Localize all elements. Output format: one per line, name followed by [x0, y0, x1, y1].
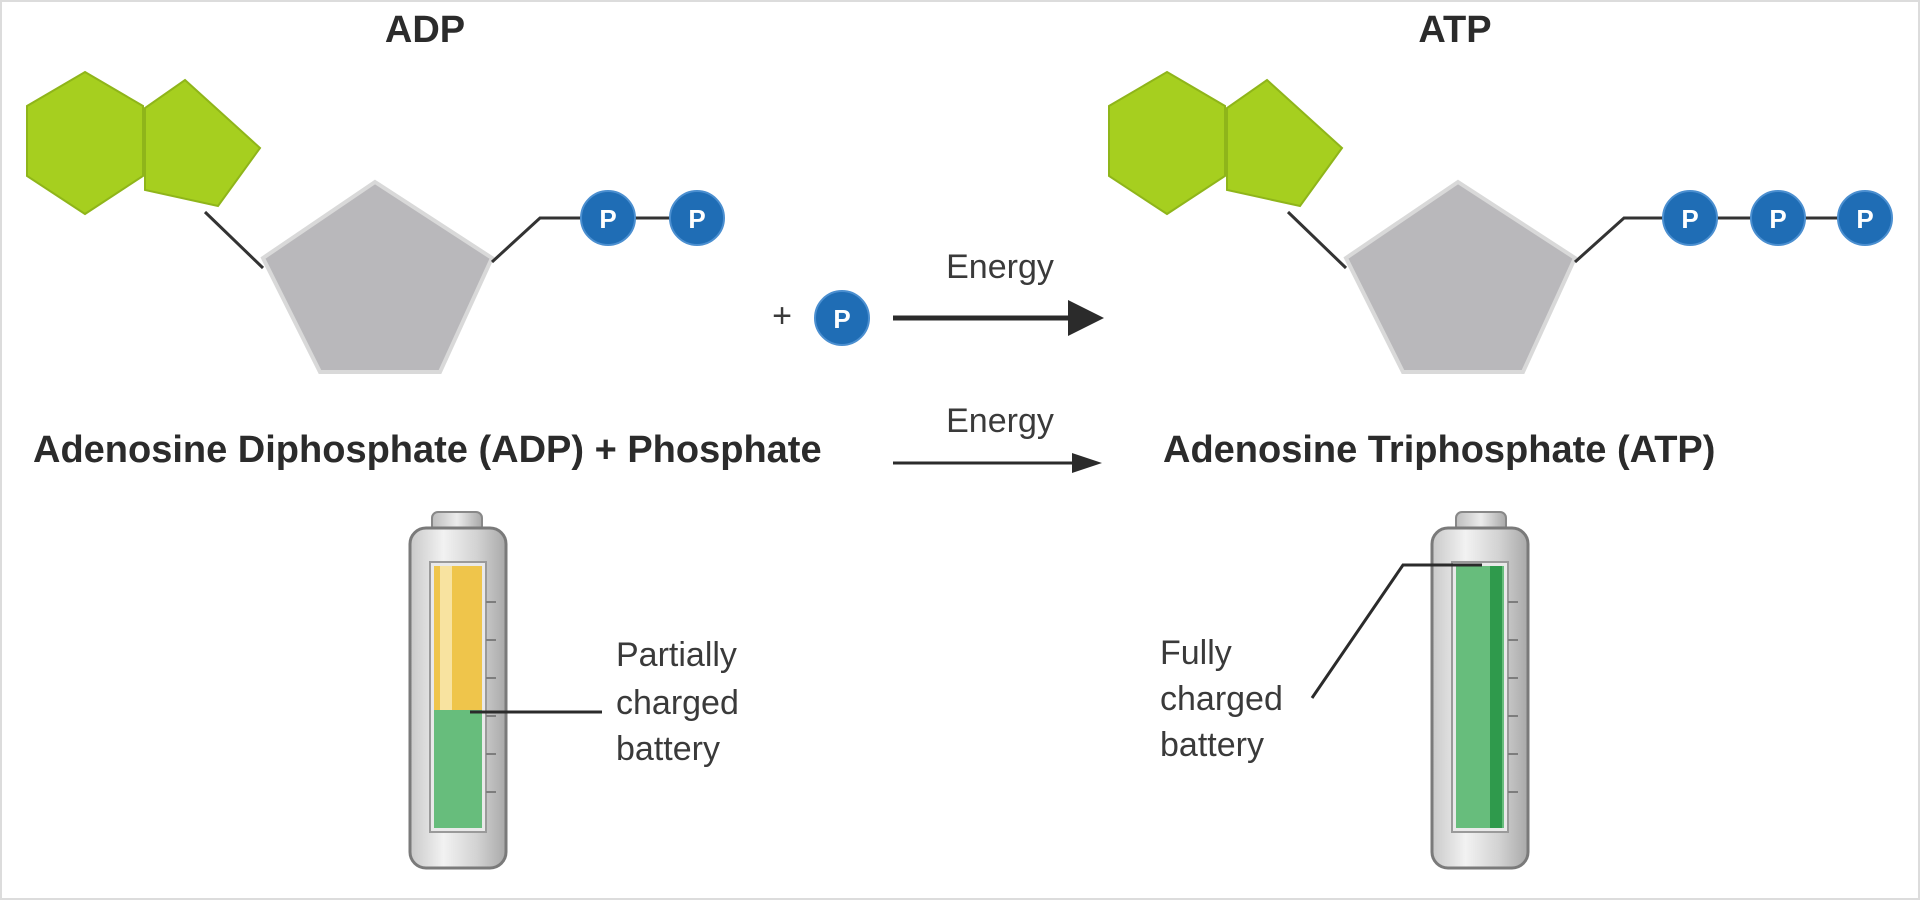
- equation-left: Adenosine Diphosphate (ADP) + Phosphate: [33, 429, 822, 471]
- adp-adenine: [26, 70, 262, 216]
- full-battery-label-line-2: charged: [1160, 680, 1283, 718]
- full-battery-leader-line: [1310, 563, 1482, 699]
- battery-empty-shine: [440, 566, 452, 710]
- full-battery-label-line-1: Fully: [1160, 634, 1232, 672]
- battery-charge-level: [434, 710, 482, 828]
- atp-title: ATP: [1418, 9, 1491, 51]
- partial-battery-label-line-3: battery: [616, 730, 720, 768]
- adp-phosphate-2: P: [669, 190, 725, 246]
- energy-label-top: Energy: [946, 248, 1054, 286]
- battery-ticks: [486, 601, 496, 793]
- phosphate-label: P: [1769, 204, 1786, 234]
- battery-ticks: [1508, 601, 1518, 793]
- phosphate-label: P: [1681, 204, 1698, 234]
- phosphate-label: P: [688, 204, 705, 234]
- phosphate-circle: [1662, 190, 1718, 246]
- atp-molecule: ATP P P P: [1108, 9, 1893, 374]
- full-battery: Fully charged battery: [1160, 511, 1530, 870]
- plus-sign: +: [772, 297, 792, 335]
- adp-bond-base-sugar: [203, 210, 265, 270]
- phosphate-circle: [669, 190, 725, 246]
- phosphate-circle: [814, 290, 870, 346]
- word-equation: Adenosine Diphosphate (ADP) + Phosphate …: [33, 402, 1715, 473]
- adp-adenine-hexagon: [26, 70, 144, 216]
- reaction-arrow-top-head: [1068, 300, 1104, 336]
- phosphate-circle: [1837, 190, 1893, 246]
- phosphate-circle: [580, 190, 636, 246]
- adp-molecule: ADP P P: [26, 9, 725, 374]
- atp-phosphate-3: P: [1837, 190, 1893, 246]
- phosphate-circle: [1750, 190, 1806, 246]
- full-battery-label-line-3: battery: [1160, 726, 1264, 764]
- energy-label-bottom: Energy: [946, 402, 1054, 440]
- reaction-top: + P Energy: [772, 248, 1104, 346]
- equation-right: Adenosine Triphosphate (ATP): [1163, 429, 1715, 471]
- adp-title: ADP: [385, 9, 465, 51]
- atp-bond-base-sugar: [1286, 210, 1348, 270]
- atp-ribose-sugar: [1343, 179, 1578, 374]
- phosphate-label: P: [833, 304, 850, 334]
- free-phosphate: P: [814, 290, 870, 346]
- adp-phosphate-1: P: [580, 190, 636, 246]
- partial-battery-label-line-1: Partially: [616, 636, 737, 674]
- atp-phosphate-1: P: [1662, 190, 1718, 246]
- atp-adenine-pentagon: [1226, 78, 1344, 208]
- battery-charge-shade: [1490, 566, 1502, 828]
- atp-adenine: [1108, 70, 1344, 216]
- atp-phosphate-2: P: [1750, 190, 1806, 246]
- partial-battery: Partially charged battery: [408, 511, 739, 870]
- atp-adenine-hexagon: [1108, 70, 1226, 216]
- partial-battery-label-line-2: charged: [616, 684, 739, 722]
- adp-adenine-pentagon: [144, 78, 262, 208]
- reaction-arrow-bottom-head: [1072, 453, 1102, 473]
- phosphate-label: P: [599, 204, 616, 234]
- adp-ribose-sugar: [260, 179, 495, 374]
- phosphate-label: P: [1856, 204, 1873, 234]
